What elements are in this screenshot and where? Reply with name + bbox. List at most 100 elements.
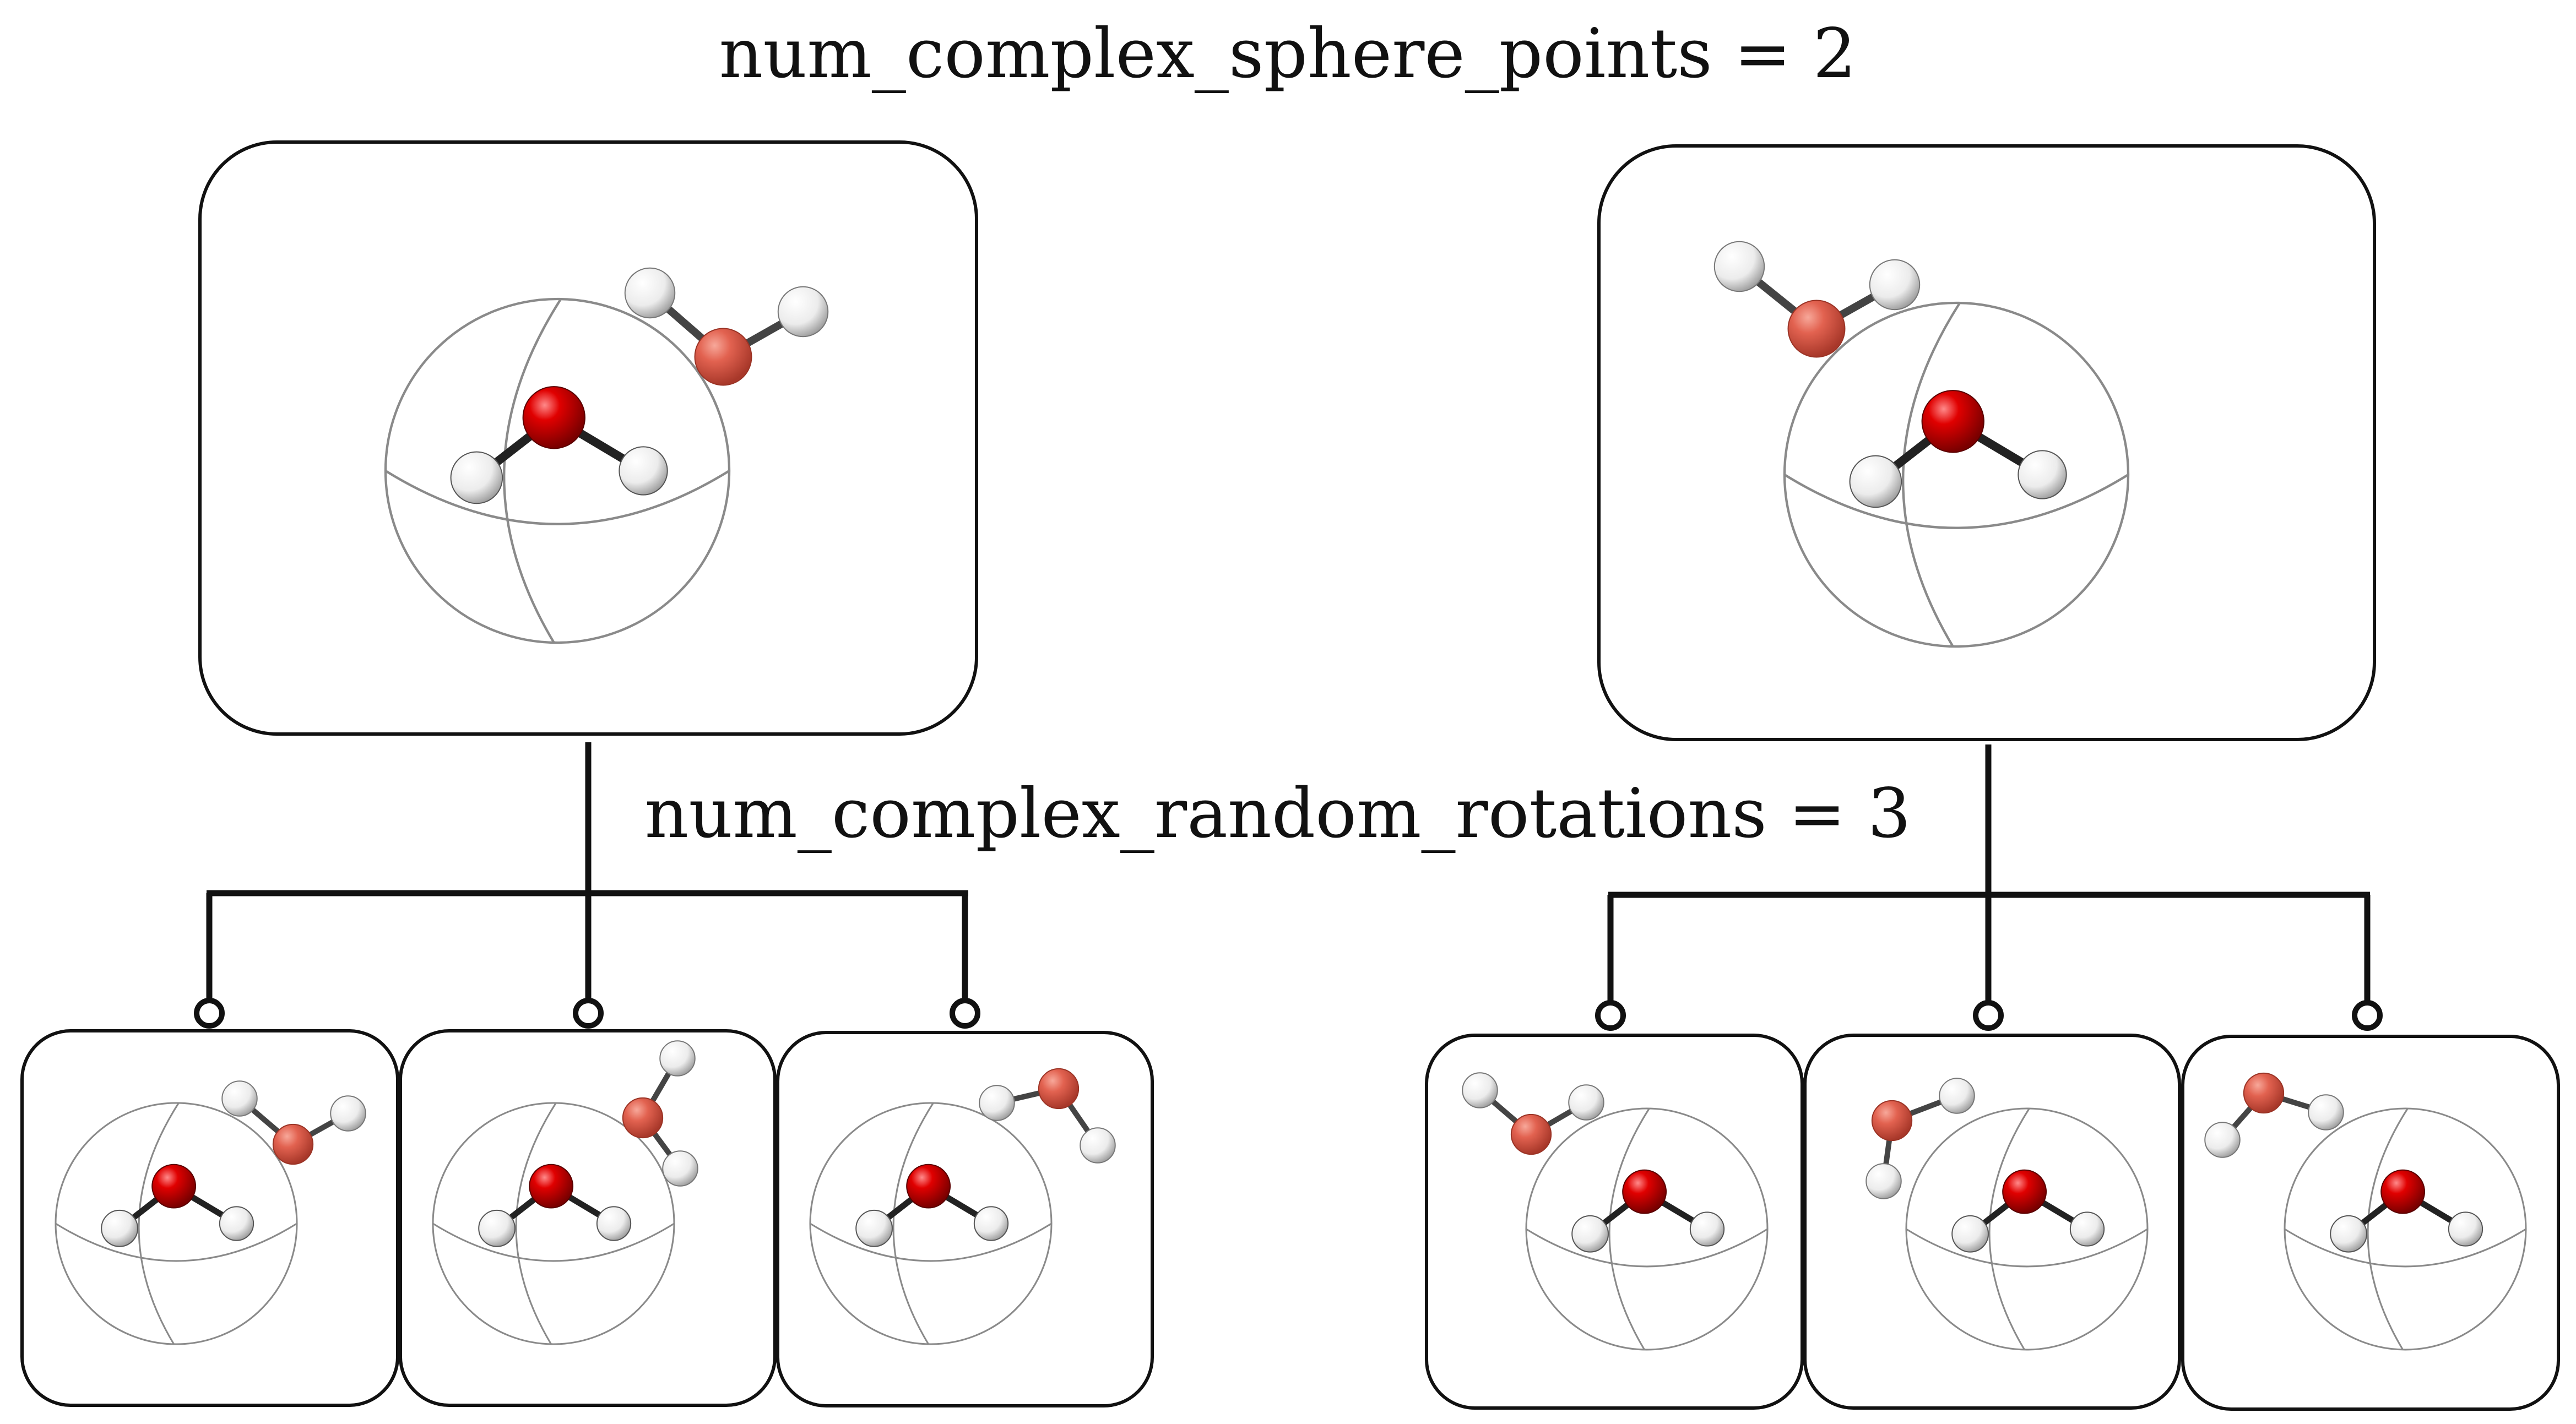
guest-water-molecule: [221, 1080, 366, 1165]
hydrogen-atom: [855, 1209, 893, 1247]
central-water-molecule: [2330, 1169, 2483, 1253]
connector-node: [194, 998, 225, 1029]
oxygen-atom: [694, 328, 752, 386]
hydrogen-atom: [624, 267, 676, 319]
central-water-molecule: [450, 386, 668, 504]
sphere-wireframe: [1905, 1107, 2149, 1351]
sphere-meridian: [1988, 1108, 2030, 1350]
sphere-equator: [432, 1222, 675, 1262]
hydrogen-atom: [219, 1206, 254, 1241]
sphere-meridian: [1901, 302, 1961, 648]
oxygen-atom: [522, 386, 585, 449]
panel-box: [399, 1029, 777, 1407]
central-water-molecule: [101, 1164, 254, 1247]
hydrogen-atom: [659, 1040, 696, 1077]
sphere-equator: [1526, 1228, 1768, 1268]
guest-water-molecule: [979, 1068, 1116, 1164]
panel-box: [20, 1029, 399, 1407]
connector-node: [950, 998, 980, 1029]
guest-water-molecule: [1462, 1072, 1604, 1155]
central-water-molecule: [1571, 1169, 1725, 1253]
hydrogen-atom: [1951, 1215, 1989, 1253]
sphere-meridian: [1608, 1108, 1650, 1350]
guest-water-molecule: [1865, 1078, 1975, 1199]
oxygen-atom: [1921, 390, 1984, 453]
guest-water-molecule: [2204, 1072, 2344, 1158]
connector-node: [573, 998, 604, 1029]
oxygen-atom: [272, 1123, 314, 1165]
guest-water-molecule: [624, 267, 829, 386]
hydrogen-atom: [979, 1085, 1015, 1121]
oxygen-atom: [906, 1164, 951, 1209]
hydrogen-atom: [1689, 1211, 1725, 1247]
sphere-wireframe: [1525, 1107, 1769, 1351]
hydrogen-atom: [1869, 259, 1921, 311]
hydrogen-atom: [1713, 241, 1765, 292]
hydrogen-atom: [1865, 1163, 1902, 1199]
sphere-wireframe: [432, 1102, 675, 1345]
random-rotation-panel: [399, 1029, 777, 1407]
oxygen-atom: [1787, 300, 1846, 358]
hydrogen-atom: [330, 1095, 366, 1132]
random-rotation-panel: [776, 1031, 1154, 1407]
central-water-molecule: [1951, 1169, 2105, 1253]
title-random-rotations: num_complex_random_rotations = 3: [645, 774, 1911, 854]
oxygen-atom: [1622, 1169, 1667, 1214]
sphere-point-panel: [1597, 144, 2376, 741]
oxygen-atom: [1871, 1100, 1913, 1142]
sphere-point-panel: [198, 140, 978, 736]
sphere-wireframe: [1783, 301, 2130, 648]
hydrogen-atom: [973, 1206, 1009, 1241]
random-rotation-panel: [2181, 1035, 2560, 1411]
hydrogen-atom: [1571, 1215, 1609, 1253]
hydrogen-atom: [2330, 1215, 2367, 1253]
hydrogen-atom: [1849, 455, 1902, 508]
connector-node: [2352, 1000, 2383, 1031]
hydrogen-atom: [662, 1150, 698, 1187]
hydrogen-atom: [777, 286, 829, 338]
hydrogen-atom: [1080, 1127, 1116, 1164]
oxygen-atom: [2002, 1169, 2047, 1214]
panel-box: [2181, 1035, 2560, 1411]
guest-water-molecule: [622, 1040, 698, 1187]
panel-box: [776, 1031, 1154, 1407]
connector-node: [1595, 1000, 1626, 1031]
sphere-equator: [55, 1222, 297, 1262]
hydrogen-atom: [101, 1209, 138, 1247]
sphere-wireframe: [55, 1102, 298, 1345]
hydrogen-atom: [478, 1209, 516, 1247]
random-rotation-panel: [1425, 1034, 1804, 1410]
oxygen-atom: [622, 1097, 664, 1139]
oxygen-atom: [1510, 1113, 1552, 1155]
oxygen-atom: [2380, 1169, 2426, 1214]
hydrogen-atom: [1939, 1078, 1975, 1114]
oxygen-atom: [2243, 1072, 2285, 1114]
hydrogen-atom: [2448, 1211, 2483, 1247]
sphere-equator: [2284, 1228, 2526, 1268]
hydrogen-atom: [2204, 1122, 2241, 1158]
sphere-wireframe: [2284, 1107, 2527, 1351]
hydrogen-atom: [619, 446, 668, 496]
hydrogen-atom: [596, 1206, 632, 1241]
sphere-equator: [384, 470, 730, 525]
central-water-molecule: [1849, 390, 2067, 508]
oxygen-atom: [1038, 1068, 1080, 1110]
hydrogen-atom: [2018, 450, 2067, 499]
hydrogen-atom: [1462, 1072, 1498, 1108]
sphere-equator: [1906, 1228, 2148, 1268]
sphere-meridian: [515, 1102, 557, 1345]
tree-connectors: [194, 742, 2383, 1031]
panel-group: [20, 140, 2560, 1411]
hydrogen-atom: [1568, 1084, 1604, 1121]
sphere-meridian: [502, 298, 562, 644]
sphere-meridian: [892, 1102, 934, 1345]
guest-water-molecule: [1713, 241, 1921, 358]
oxygen-atom: [151, 1164, 197, 1209]
connector-node: [1973, 1000, 2004, 1031]
title-sphere-points: num_complex_sphere_points = 2: [719, 14, 1857, 94]
hydrogen-atom: [2308, 1094, 2344, 1130]
panel-box: [1803, 1034, 2181, 1410]
central-water-molecule: [478, 1164, 632, 1247]
sphere-equator: [1783, 474, 2129, 529]
